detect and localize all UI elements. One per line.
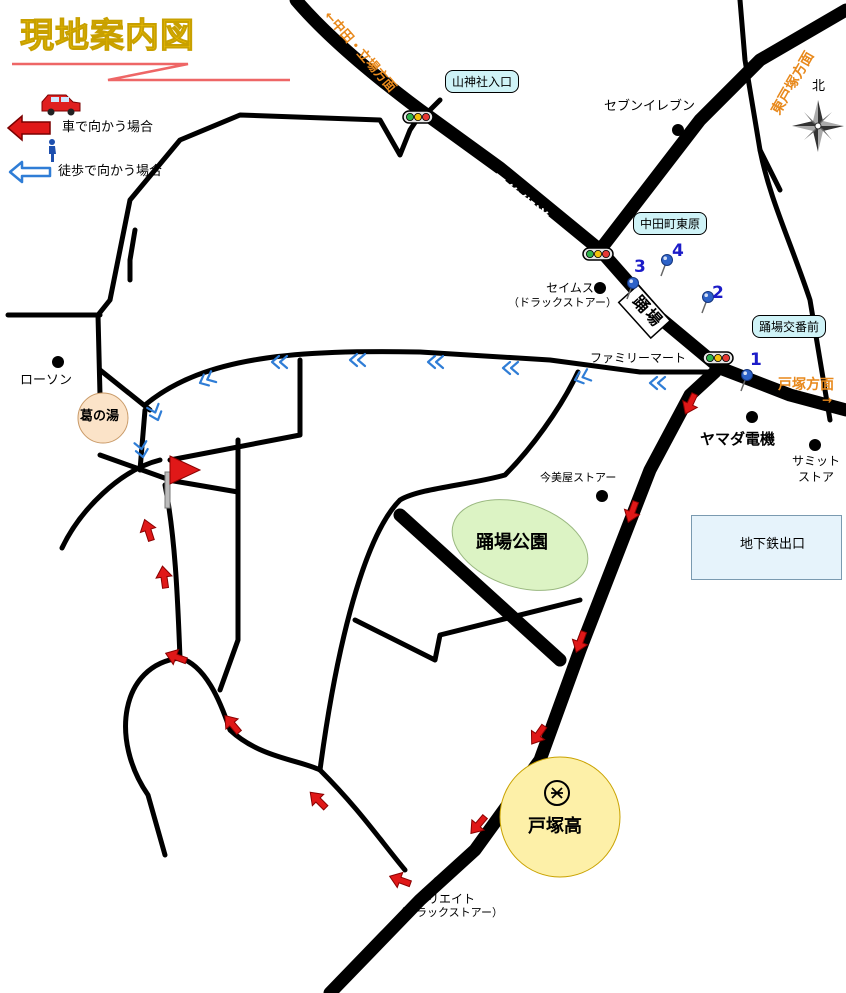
kuzunoyu-circle (77, 392, 129, 444)
destination-flag-icon (164, 455, 202, 509)
label-lawson[interactable]: ローソン (20, 373, 73, 388)
imamiya-dot (596, 490, 608, 502)
label-create-sub: （ドラックストアー） (394, 906, 504, 919)
school-icon (544, 780, 570, 806)
callout-nakadacho-higashihara: 中田町東原 (633, 212, 708, 235)
lawson-dot (52, 356, 64, 368)
label-imamiya-store[interactable]: 今美屋ストアー (540, 471, 617, 484)
label-create[interactable]: クリエイト (414, 892, 475, 906)
school-circle (499, 756, 621, 878)
car-icon (41, 94, 81, 116)
legend-subway-exit-label: 地下鉄出口 (740, 537, 806, 552)
seimus-dot (594, 282, 606, 294)
label-summit-2: ストア (797, 470, 834, 484)
label-odoriba-park[interactable]: 踊場公園 (476, 532, 548, 553)
legend-walk-label: 徒歩で向かう場合 (58, 164, 163, 179)
signal-nakadacho-icon (582, 247, 614, 261)
label-kuzunoyu[interactable]: 葛の湯 (80, 409, 120, 424)
label-totsuka-high-school[interactable]: 戸塚高 (528, 816, 582, 837)
create-dot (433, 876, 445, 888)
north-compass-icon (792, 100, 844, 152)
walk-route-legend-arrow-icon (8, 160, 52, 184)
subway-exit-4-number: 4 (672, 241, 684, 261)
label-summit-1[interactable]: サミット (791, 454, 840, 468)
title-underline (12, 62, 290, 82)
summit-dot (809, 439, 821, 451)
label-familymart[interactable]: ファミリーマート (590, 351, 687, 365)
landmark-dots (52, 124, 821, 888)
subway-exit-legend-box: 地下鉄出口 (691, 515, 842, 580)
pedestrian-icon (49, 139, 56, 162)
yamada-dot (746, 411, 758, 423)
callout-yamagami-jinja: 山神社入口 (445, 70, 520, 93)
direction-totsuka: 戸塚方面 (778, 377, 834, 393)
label-yamada-denki[interactable]: ヤマダ電機 (700, 430, 776, 448)
direction-totsuka-arrow: → (822, 393, 833, 407)
subway-exit-4-pin-icon (660, 253, 674, 277)
subway-exit-1-number: 1 (750, 350, 762, 370)
subway-exit-3-number: 3 (634, 257, 646, 277)
label-seimus-sub: （ドラックストアー） (508, 296, 618, 309)
map-title: 現地案内図 (20, 16, 195, 57)
label-seimus[interactable]: セイムス (546, 281, 594, 295)
label-seven-eleven[interactable]: セブンイレブン (604, 99, 696, 114)
callout-odoriba-kouban: 踊場交番前 (752, 315, 827, 338)
signal-odoriba-icon (702, 351, 734, 365)
seven-eleven-dot (672, 124, 684, 136)
north-label: 北 (812, 79, 826, 94)
subway-exit-2-number: 2 (712, 283, 724, 303)
signal-yamagami-icon (402, 110, 434, 124)
park-area (451, 499, 589, 591)
legend-car-label: 車で向かう場合 (62, 120, 154, 135)
car-route-legend-arrow-icon (6, 114, 51, 142)
